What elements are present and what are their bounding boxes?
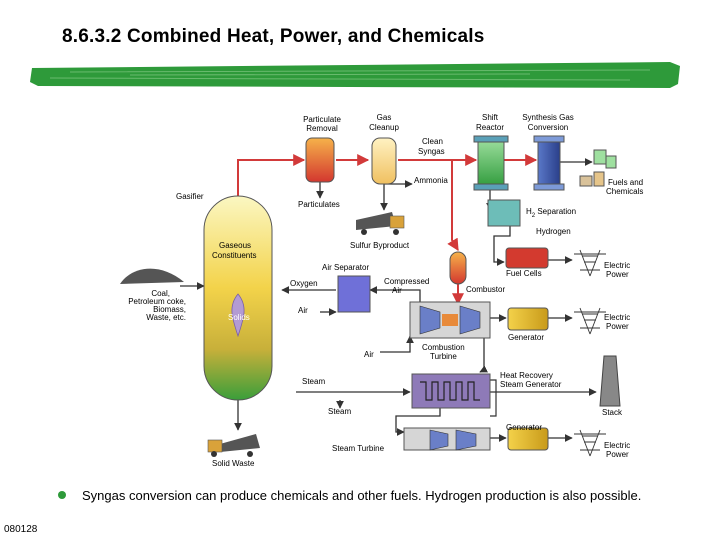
bullet-text: Syngas conversion can produce chemicals … — [82, 488, 642, 503]
label-feed-3: Biomass, — [153, 305, 186, 314]
label-gaseous-2: Constituents — [212, 251, 256, 260]
label-fuelcells: Fuel Cells — [506, 269, 542, 278]
fuels-chemicals-tanks-icon — [579, 149, 617, 187]
label-hrsg-2: Steam Generator — [500, 380, 562, 389]
waste-truck-icon — [207, 434, 260, 457]
label-particulate-2: Removal — [306, 124, 338, 133]
label-clean-1: Clean — [422, 137, 443, 146]
label-gasifier: Gasifier — [176, 192, 204, 201]
label-combturbine-1: Combustion — [422, 343, 465, 352]
steam-turbine-unit — [403, 427, 491, 451]
label-hydrogen: Hydrogen — [536, 227, 571, 236]
label-air-1: Air — [298, 306, 308, 315]
label-shift-1: Shift — [482, 113, 499, 122]
label-fuels-2: Chemicals — [606, 187, 643, 196]
label-generator-2: Generator — [506, 423, 542, 432]
air-separator-unit — [337, 275, 371, 313]
label-clean-2: Syngas — [418, 147, 445, 156]
generator-unit-2 — [507, 427, 549, 451]
label-oxygen: Oxygen — [290, 279, 318, 288]
label-power-1b: Power — [606, 270, 629, 279]
solids-flame-icon — [231, 293, 245, 338]
label-fuels-1: Fuels and — [608, 178, 643, 187]
label-feed-1: Coal, — [151, 289, 170, 298]
label-generator-1: Generator — [508, 333, 544, 342]
slide-code: 080128 — [4, 524, 38, 535]
title-underline-bar — [30, 62, 680, 88]
label-steam-2: Steam — [328, 407, 351, 416]
power-tower-icon-2 — [574, 307, 606, 335]
label-particulates: Particulates — [298, 200, 340, 209]
label-solidwaste: Solid Waste — [212, 459, 255, 468]
label-steamturbine: Steam Turbine — [332, 444, 385, 453]
label-synth-1: Synthesis Gas — [522, 113, 574, 122]
combustion-turbine-unit — [409, 301, 491, 339]
gas-cleanup-vessel — [371, 137, 397, 185]
hrsg-unit — [411, 373, 491, 409]
label-combustor: Combustor — [466, 285, 505, 294]
label-solids: Solids — [228, 313, 250, 322]
air-turbine-line — [380, 335, 414, 353]
label-power-3a: Electric — [604, 441, 630, 450]
label-synth-2: Conversion — [528, 123, 568, 132]
label-stack: Stack — [602, 408, 623, 417]
synthesis-conversion-vessel — [533, 135, 565, 191]
slide-title: 8.6.3.2 Combined Heat, Power, and Chemic… — [62, 26, 485, 47]
gasifier-to-particulate-line — [237, 154, 306, 198]
label-steam-1: Steam — [302, 377, 325, 386]
fuel-cells-unit — [505, 247, 549, 269]
label-power-2a: Electric — [604, 313, 630, 322]
label-shift-2: Reactor — [476, 123, 504, 132]
label-h2sep: H2 Separation — [526, 207, 576, 219]
stack-icon — [599, 355, 621, 407]
power-tower-icon-1 — [574, 249, 606, 277]
process-diagram: Gasifier Gaseous Constituents Solids Coa… — [120, 113, 643, 468]
label-air-2: Air — [364, 350, 374, 359]
label-hrsg-1: Heat Recovery — [500, 371, 553, 380]
generator-unit-1 — [507, 307, 549, 331]
label-airsep: Air Separator — [322, 263, 369, 272]
exhaust-line — [479, 336, 489, 373]
label-feed-2: Petroleum coke, — [128, 297, 186, 306]
hrsg-return-line — [490, 379, 497, 417]
label-sulfur: Sulfur Byproduct — [350, 241, 410, 250]
label-combturbine-2: Turbine — [430, 352, 457, 361]
syngas-to-combustor-line — [447, 160, 459, 252]
particulate-removal-vessel — [305, 137, 335, 183]
combustor-unit — [449, 251, 467, 285]
label-gaseous-1: Gaseous — [219, 241, 251, 250]
shift-reactor-vessel — [473, 135, 509, 191]
label-particulate-1: Particulate — [303, 115, 341, 124]
label-compressed-1: Compressed — [384, 277, 429, 286]
coal-pile-icon — [120, 268, 184, 284]
label-ammonia: Ammonia — [414, 176, 448, 185]
h2-separation-unit — [487, 199, 521, 227]
label-power-1a: Electric — [604, 261, 630, 270]
label-power-3b: Power — [606, 450, 629, 459]
power-tower-icon-3 — [574, 429, 606, 457]
label-gascleanup-1: Gas — [377, 113, 392, 122]
bullet-dot-icon — [58, 491, 66, 499]
label-power-2b: Power — [606, 322, 629, 331]
sulfur-truck-icon — [356, 212, 405, 235]
label-feed-4: Waste, etc. — [146, 313, 186, 322]
label-gascleanup-2: Cleanup — [369, 123, 399, 132]
steam-down-line — [395, 408, 441, 436]
hydrogen-line — [493, 226, 511, 266]
label-compressed-2: Air — [392, 286, 402, 295]
